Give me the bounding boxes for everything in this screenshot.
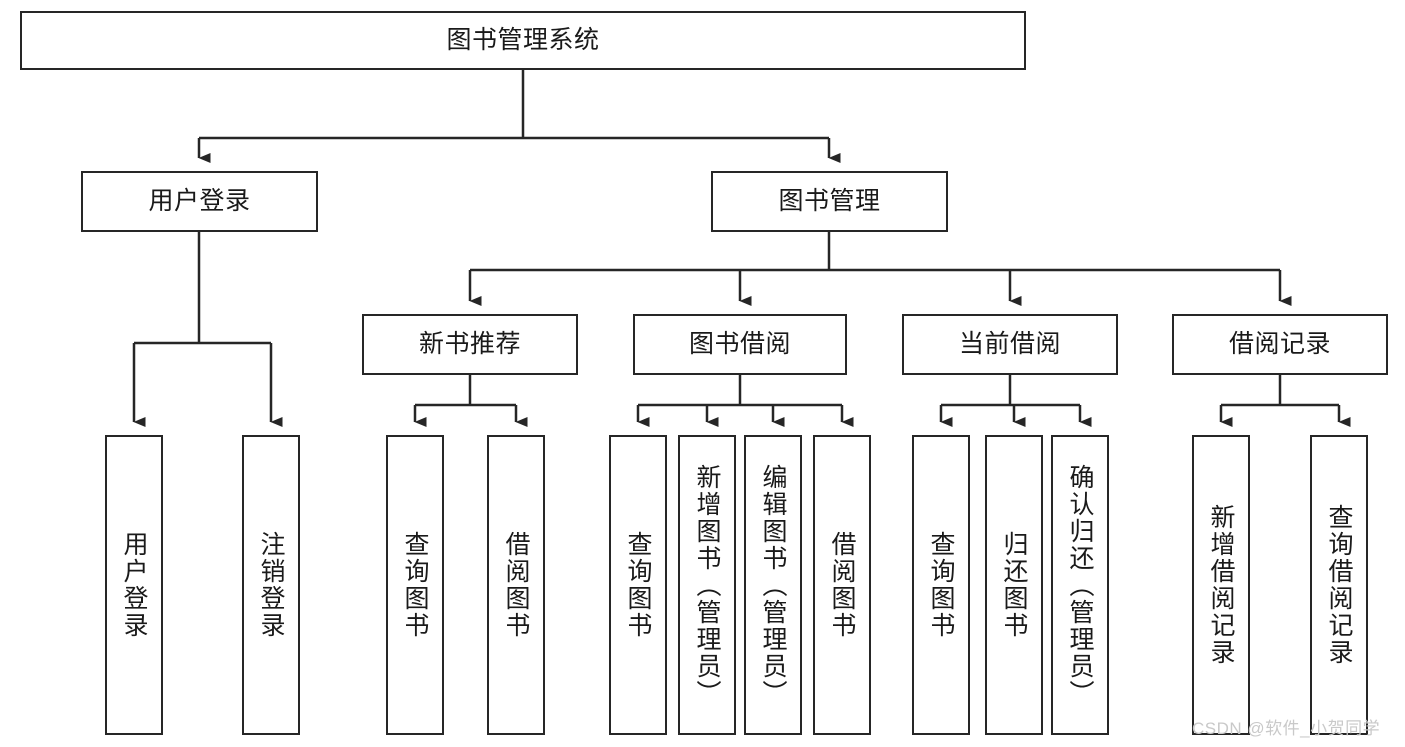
- node-label: 确认归还（管理员）: [1066, 463, 1094, 707]
- node-label: 图书管理系统: [446, 26, 600, 54]
- node-borrow-record[interactable]: 借阅记录: [1172, 314, 1388, 375]
- leaf-query-book-newbook[interactable]: 查询图书: [386, 435, 444, 735]
- leaf-query-borrow-record[interactable]: 查询借阅记录: [1310, 435, 1368, 735]
- node-label: 新书推荐: [418, 330, 521, 358]
- node-label: 注销登录: [257, 531, 285, 639]
- leaf-query-book-current[interactable]: 查询图书: [912, 435, 970, 735]
- node-current-borrow[interactable]: 当前借阅: [902, 314, 1118, 375]
- node-label: 新增借阅记录: [1207, 504, 1235, 666]
- leaf-user-login[interactable]: 用户登录: [105, 435, 163, 735]
- leaf-add-book-admin[interactable]: 新增图书（管理员）: [678, 435, 736, 735]
- leaf-return-book[interactable]: 归还图书: [985, 435, 1043, 735]
- leaf-borrow-book-borrow[interactable]: 借阅图书: [813, 435, 871, 735]
- node-label: 查询图书: [927, 531, 955, 639]
- node-label: 当前借阅: [958, 330, 1061, 358]
- leaf-borrow-book-newbook[interactable]: 借阅图书: [487, 435, 545, 735]
- leaf-add-borrow-record[interactable]: 新增借阅记录: [1192, 435, 1250, 735]
- node-label: 新增图书（管理员）: [693, 463, 721, 707]
- leaf-confirm-return-admin[interactable]: 确认归还（管理员）: [1051, 435, 1109, 735]
- node-label: 编辑图书（管理员）: [759, 463, 787, 707]
- node-label: 查询借阅记录: [1325, 504, 1353, 666]
- leaf-logout[interactable]: 注销登录: [242, 435, 300, 735]
- node-label: 查询图书: [401, 531, 429, 639]
- node-new-book-recommend[interactable]: 新书推荐: [362, 314, 578, 375]
- node-label: 用户登录: [148, 187, 251, 215]
- node-label: 用户登录: [120, 531, 148, 639]
- node-root-system[interactable]: 图书管理系统: [20, 11, 1026, 70]
- node-label: 借阅图书: [502, 531, 530, 639]
- node-label: 归还图书: [1000, 531, 1028, 639]
- csdn-watermark: CSDN @软件_小贺同学: [1192, 719, 1381, 738]
- leaf-query-book-borrow[interactable]: 查询图书: [609, 435, 667, 735]
- node-user-login[interactable]: 用户登录: [81, 171, 318, 232]
- node-book-management[interactable]: 图书管理: [711, 171, 948, 232]
- node-book-borrow[interactable]: 图书借阅: [633, 314, 847, 375]
- node-label: 借阅图书: [828, 531, 856, 639]
- node-label: 借阅记录: [1228, 330, 1331, 358]
- leaf-edit-book-admin[interactable]: 编辑图书（管理员）: [744, 435, 802, 735]
- node-label: 图书管理: [778, 187, 881, 215]
- node-label: 图书借阅: [688, 330, 791, 358]
- node-label: 查询图书: [624, 531, 652, 639]
